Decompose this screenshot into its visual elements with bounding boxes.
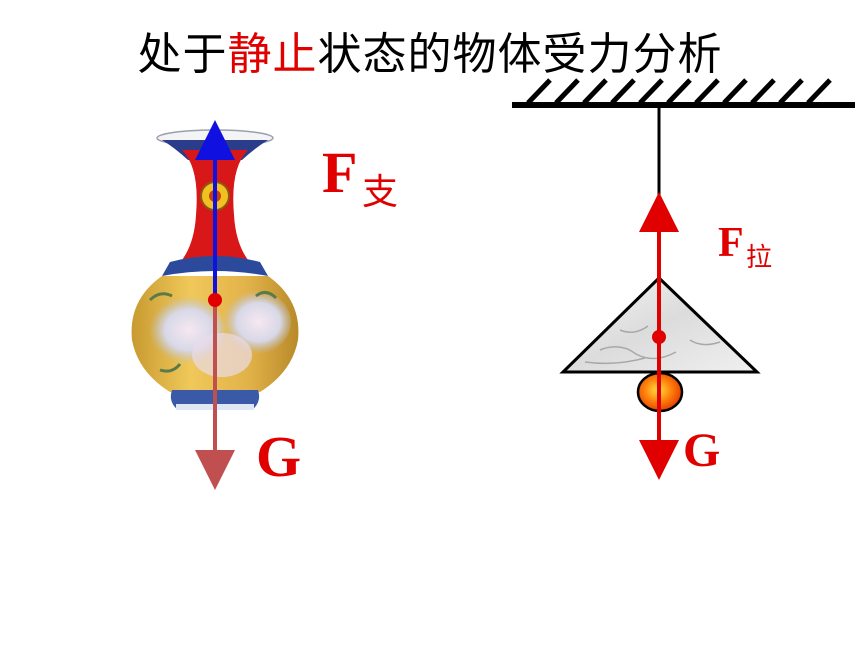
support-force-symbol: F (322, 140, 357, 205)
ceiling (512, 78, 855, 108)
slide-title: 处于静止状态的物体受力分析 (0, 18, 860, 82)
title-prefix: 处于 (137, 29, 228, 80)
hanging-gravity-label: G (683, 424, 720, 477)
vase-center-point (208, 293, 222, 307)
support-force-subscript: 支 (362, 172, 398, 213)
title-highlight: 静止 (227, 29, 318, 80)
vase-gravity-label: G (256, 424, 301, 489)
title-suffix: 状态的物体受力分析 (317, 29, 723, 80)
hanging-center-point (652, 330, 666, 344)
tension-force-symbol: F (718, 220, 744, 266)
ceiling-hatching (526, 78, 832, 105)
tension-force-subscript: 拉 (746, 243, 772, 273)
